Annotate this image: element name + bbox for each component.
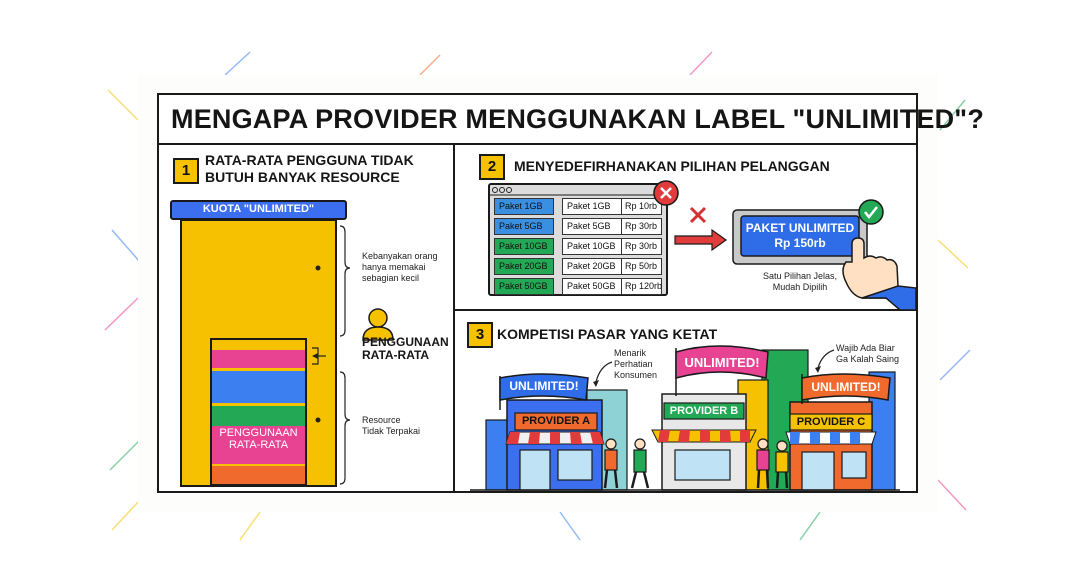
red-arrow-icon	[674, 228, 728, 252]
banner-b-label: UNLIMITED!	[684, 355, 760, 370]
page-title: MENGAPA PROVIDER MENGGUNAKAN LABEL "UNLI…	[171, 104, 985, 134]
provider-a-label: PROVIDER A	[521, 415, 591, 427]
window-dot-1-icon	[492, 187, 498, 193]
note-right-line2: Ga Kalah Saing	[836, 354, 900, 364]
section-2-number: 2	[479, 154, 505, 180]
package-name: Paket 1GB	[567, 201, 611, 211]
bracket-dot-bottom	[315, 417, 321, 423]
usage-bar-orange	[212, 466, 305, 484]
window-dot-2-icon	[499, 187, 505, 193]
package-name: Paket 5GB	[567, 221, 611, 231]
section-3-number: 3	[467, 322, 493, 348]
note-left-line2: Perhatian	[614, 359, 653, 369]
title-divider	[157, 143, 918, 145]
provider-b-label: PROVIDER B	[669, 405, 739, 417]
usage-label-line2: RATA-RATA	[362, 348, 430, 362]
package-left-item[interactable]: Paket 50GB	[494, 278, 554, 295]
shop-c-sign	[789, 413, 873, 431]
person-2-icon	[634, 438, 646, 450]
unlimited-line2[interactable]: Rp 150rb	[774, 236, 826, 250]
sleeve-icon	[861, 285, 917, 311]
package-left-item[interactable]: Paket 10GB	[494, 238, 554, 255]
usage-bar-blue	[212, 371, 305, 403]
bar-label-line2: RATA-RATA	[228, 439, 289, 451]
banner-a-label: UNLIMITED!	[509, 379, 579, 393]
cross-mark-icon	[689, 206, 707, 224]
section-1-heading-line2: BUTUH BANYAK RESOURCE	[205, 169, 400, 185]
shop-a-side	[485, 419, 511, 491]
section-1-number: 1	[173, 158, 199, 184]
vertical-divider	[453, 143, 455, 493]
note-top-line3: sebagian kecil	[362, 273, 420, 283]
package-right-row[interactable]: Paket 10GB Rp 30rb	[562, 238, 662, 255]
package-right-row[interactable]: Paket 1GB Rp 10rb	[562, 198, 662, 215]
note-left-line1: Menarik	[614, 348, 647, 358]
right-divider	[453, 309, 918, 311]
window-dot-3-icon	[506, 187, 512, 193]
approve-badge-icon	[858, 199, 884, 225]
usage-bar-pink-top	[212, 350, 305, 368]
note-left-line3: Konsumen	[614, 370, 658, 380]
package-price: Rp 30rb	[621, 239, 657, 254]
banner-b	[675, 345, 769, 379]
package-left-item[interactable]: Paket 20GB	[494, 258, 554, 275]
usage-bar-green	[212, 406, 305, 426]
usage-bar-pink	[212, 426, 305, 464]
shoppers	[603, 438, 789, 489]
shop-b-sign	[663, 402, 745, 420]
note-bottom-line2: Tidak Terpakai	[362, 426, 421, 436]
package-right-row[interactable]: Paket 5GB Rp 30rb	[562, 218, 662, 235]
section-1-heading-line1: RATA-RATA PENGGUNA TIDAK	[205, 152, 414, 168]
banner-a	[499, 373, 589, 401]
banner-c	[801, 373, 891, 401]
person-1-icon	[605, 438, 617, 450]
usage-label-line1: PENGGUNAAN	[362, 335, 449, 349]
section-2-heading: MENYEDEFIRHANAKAN PILIHAN PELANGGAN	[514, 158, 830, 174]
unlimited-button	[740, 215, 860, 257]
package-price: Rp 10rb	[621, 199, 657, 214]
reject-x-icon	[660, 187, 672, 199]
check-icon	[864, 206, 878, 220]
bar-label-line1: PENGGUNAAN	[219, 427, 298, 439]
package-price: Rp 120rb	[621, 279, 662, 294]
note-top-line2: hanya memakai	[362, 262, 426, 272]
package-name: Paket 20GB	[567, 261, 616, 271]
bracket-dot-top	[315, 265, 321, 271]
section-3-heading: KOMPETISI PASAR YANG KETAT	[497, 326, 718, 342]
shop-a-sign	[514, 412, 598, 431]
pointer-arrow	[312, 353, 318, 359]
note-right-line1: Wajib Ada Biar	[836, 343, 895, 353]
banner-c-label: UNLIMITED!	[811, 380, 881, 394]
person-4-icon	[776, 440, 788, 452]
package-right-row[interactable]: Paket 20GB Rp 50rb	[562, 258, 662, 275]
package-name: Paket 10GB	[567, 241, 616, 251]
unlimited-line1[interactable]: PAKET UNLIMITED	[745, 221, 855, 235]
package-left-item[interactable]: Paket 1GB	[494, 198, 554, 215]
quota-label: KUOTA "UNLIMITED"	[202, 203, 315, 215]
bracket-top	[339, 225, 351, 337]
provider-c-label: PROVIDER C	[796, 416, 866, 428]
package-name: Paket 50GB	[567, 281, 616, 291]
caption-line2: Mudah Dipilih	[772, 282, 828, 292]
package-price: Rp 30rb	[621, 219, 657, 234]
package-left-item[interactable]: Paket 5GB	[494, 218, 554, 235]
note-bottom-line1: Resource	[362, 415, 401, 425]
person-3-icon	[757, 438, 769, 450]
package-price: Rp 50rb	[621, 259, 657, 274]
bracket-bottom	[339, 371, 351, 485]
person-body-icon	[362, 326, 394, 341]
package-right-row[interactable]: Paket 50GB Rp 120rb	[562, 278, 662, 295]
note-top-line1: Kebanyakan orang	[362, 251, 438, 261]
caption-line1: Satu Pilihan Jelas,	[762, 271, 838, 281]
